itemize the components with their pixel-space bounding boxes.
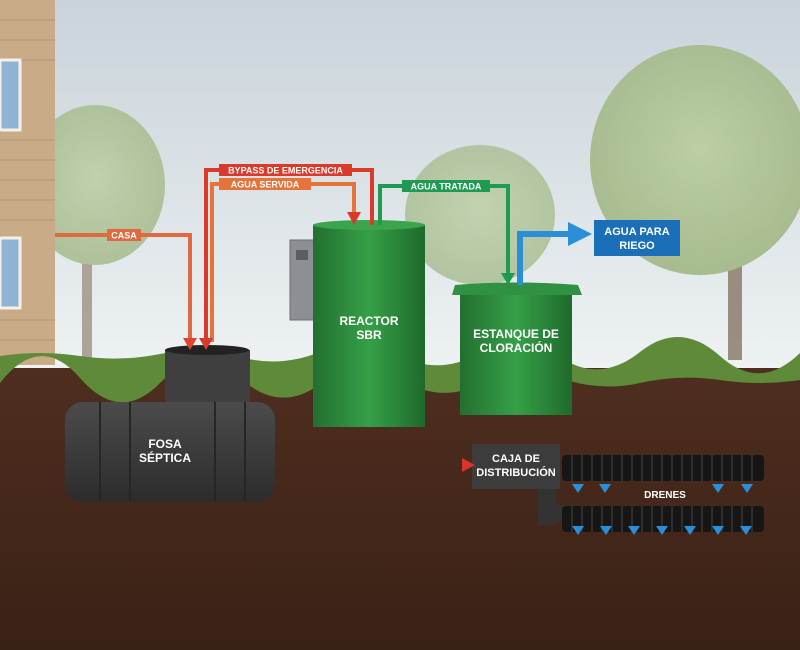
window-icon	[0, 236, 22, 310]
control-panel-icon	[289, 239, 315, 321]
building-wall	[0, 0, 55, 365]
caja-label-line2: DISTRIBUCIÓN	[476, 466, 556, 479]
agua-tratada-label-box	[402, 180, 490, 192]
agua-riego-label-line2: RIEGO	[619, 240, 655, 252]
septic-tank: FOSA SÉPTICA	[65, 345, 275, 502]
pipe-casa	[55, 233, 192, 342]
distribution-system: CAJA DE DISTRIBUCIÓN DRENES	[472, 444, 764, 535]
drenes-label: DRENES	[644, 490, 686, 501]
arrow-down-icon	[183, 212, 515, 350]
tree-icon	[590, 45, 800, 360]
reactor-label-line2: SBR	[356, 328, 382, 342]
agua-servida-label-box	[219, 178, 311, 190]
pipe-riego	[517, 231, 570, 285]
agua-riego-label-box	[594, 220, 680, 256]
agua-servida-label: AGUA SERVIDA	[231, 180, 300, 190]
estanque-label-line1: ESTANQUE DE	[473, 327, 559, 341]
fosa-label-line1: FOSA	[148, 437, 182, 451]
pipes	[55, 168, 570, 467]
bypass-label-box	[219, 164, 352, 176]
reactor-sbr: REACTOR SBR	[313, 220, 425, 427]
agua-tratada-label: AGUA TRATADA	[411, 182, 482, 192]
tree-icon	[25, 105, 165, 360]
bypass-label: BYPASS DE EMERGENCIA	[228, 166, 343, 176]
estanque-label-line2: CLORACIÓN	[480, 340, 553, 355]
chlorination-tank: ESTANQUE DE CLORACIÓN	[452, 282, 582, 415]
caja-label-line1: CAJA DE	[492, 453, 540, 465]
arrow-down-icon	[572, 484, 753, 535]
window-icon	[0, 58, 22, 132]
casa-label: CASA	[111, 231, 137, 241]
agua-riego-label-line1: AGUA PARA	[604, 226, 669, 238]
casa-label-box	[107, 229, 141, 241]
fosa-label-line2: SÉPTICA	[139, 450, 191, 465]
reactor-label-line1: REACTOR	[339, 314, 398, 328]
arrow-right-icon	[462, 222, 592, 472]
distribution-box	[472, 444, 560, 489]
pipe-labels: CASA BYPASS DE EMERGENCIA AGUA SERVIDA A…	[107, 164, 680, 256]
